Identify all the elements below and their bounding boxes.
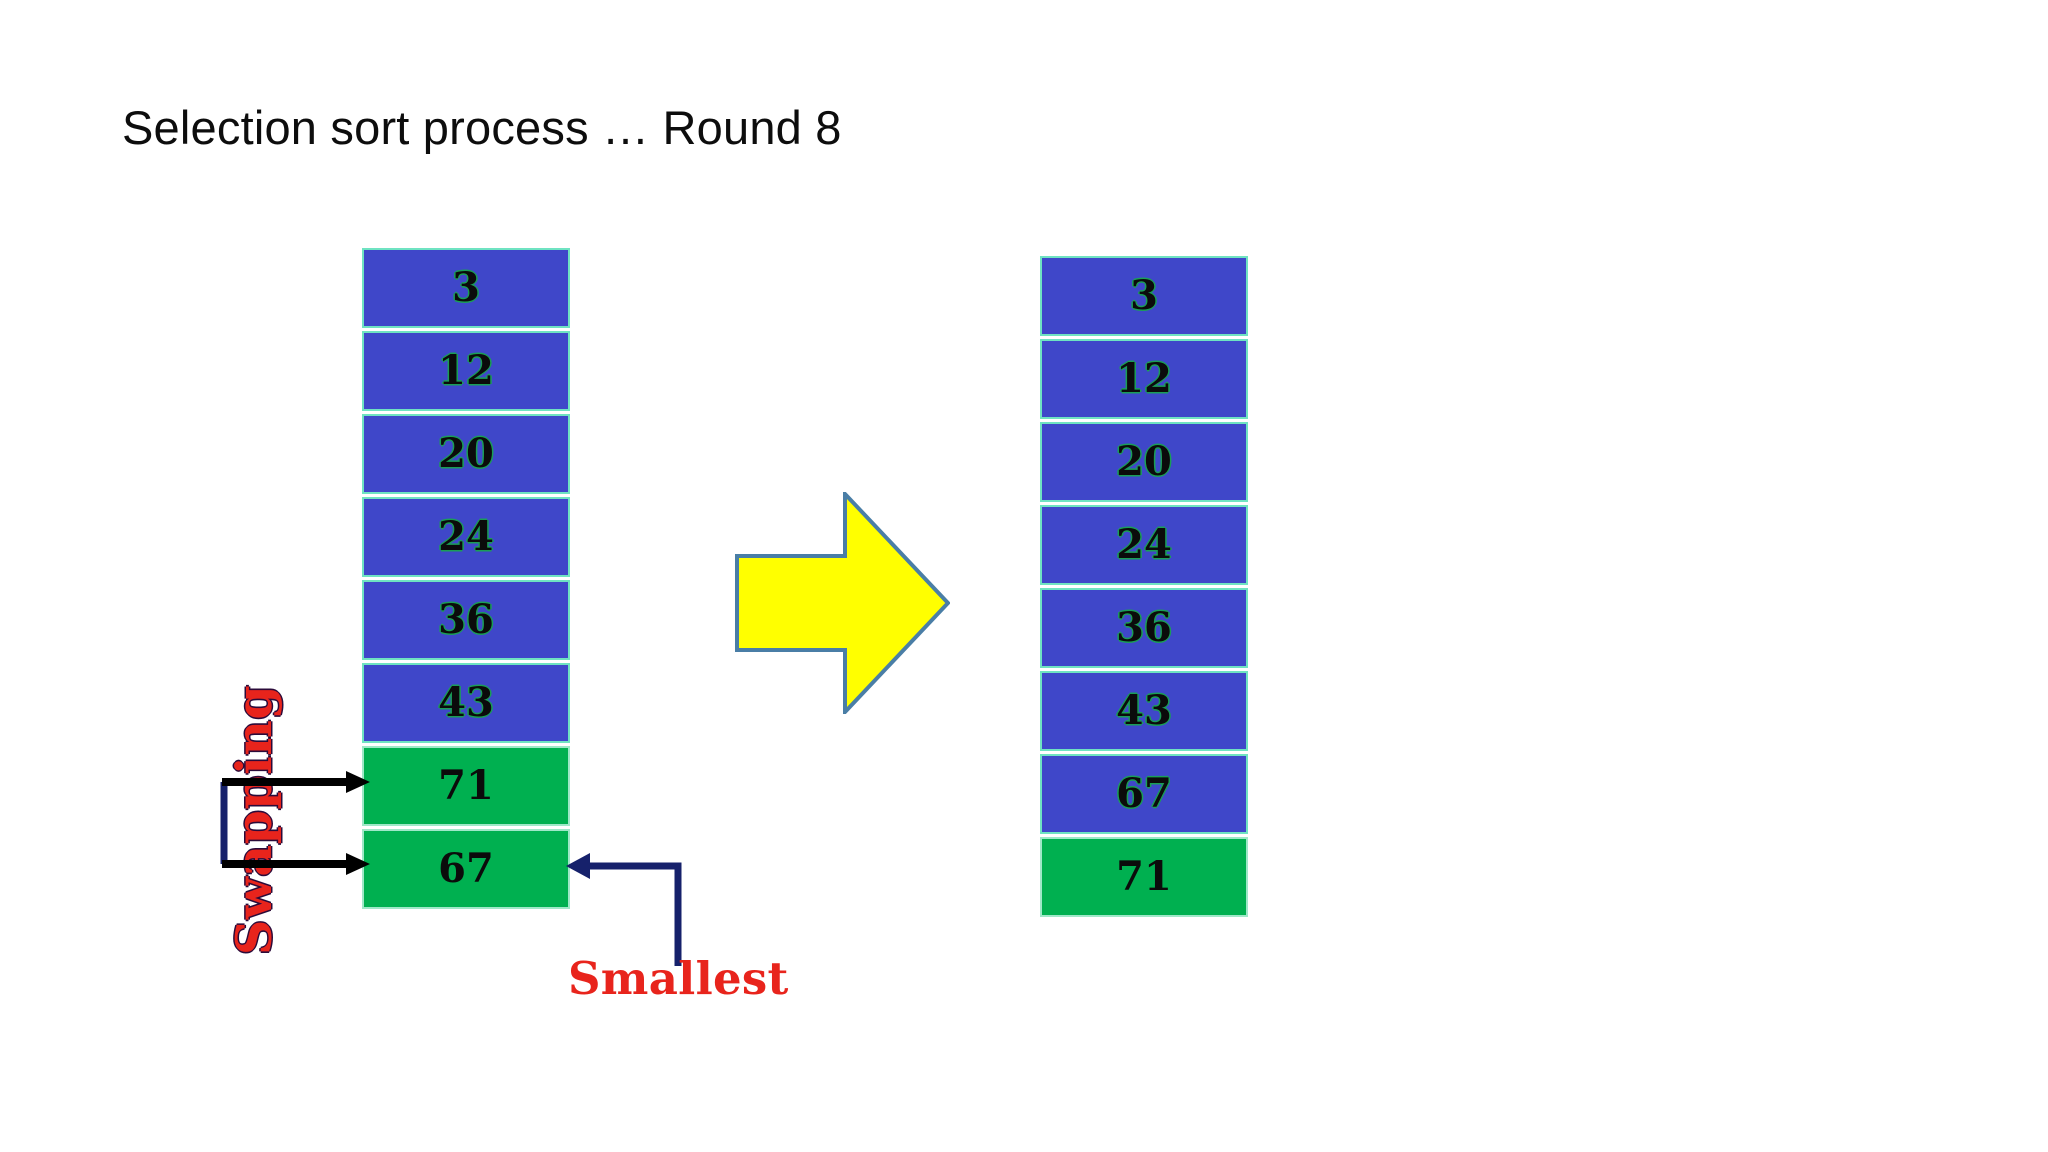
array-cell: 43: [362, 663, 570, 743]
array-cell-highlighted: 71: [362, 746, 570, 826]
cell-value: 36: [438, 596, 494, 643]
cell-value: 24: [438, 513, 494, 560]
cell-value: 20: [1116, 438, 1172, 485]
cell-value: 43: [1116, 687, 1172, 734]
cell-value: 24: [1116, 521, 1172, 568]
cell-value: 12: [1116, 355, 1172, 402]
array-cell: 3: [1040, 256, 1248, 336]
cell-value: 67: [438, 845, 494, 892]
array-cell: 67: [1040, 754, 1248, 834]
cell-value: 3: [452, 264, 480, 311]
array-cell-highlighted: 67: [362, 829, 570, 909]
cell-value: 12: [438, 347, 494, 394]
cell-value: 20: [438, 430, 494, 477]
right-arrow-icon: [735, 488, 951, 718]
array-cell: 3: [362, 248, 570, 328]
after-swap-array: 3 12 20 24 36 43 67 71: [1040, 256, 1248, 917]
array-cell: 20: [362, 414, 570, 494]
elbow-left-arrow-icon: [560, 838, 700, 968]
cell-value: 43: [438, 679, 494, 726]
smallest-label: Smallest: [568, 952, 789, 1005]
array-cell: 24: [1040, 505, 1248, 585]
array-cell-highlighted: 71: [1040, 837, 1248, 917]
cell-value: 71: [1116, 853, 1172, 900]
cell-value: 71: [438, 762, 494, 809]
array-cell: 20: [1040, 422, 1248, 502]
swap-arrows-group: [218, 752, 378, 892]
page-title: Selection sort process … Round 8: [122, 101, 842, 154]
before-swap-array: 3 12 20 24 36 43 71 67: [362, 248, 570, 909]
array-cell: 36: [362, 580, 570, 660]
array-cell: 36: [1040, 588, 1248, 668]
cell-value: 36: [1116, 604, 1172, 651]
array-cell: 12: [1040, 339, 1248, 419]
array-cell: 43: [1040, 671, 1248, 751]
array-cell: 12: [362, 331, 570, 411]
cell-value: 3: [1130, 272, 1158, 319]
array-cell: 24: [362, 497, 570, 577]
cell-value: 67: [1116, 770, 1172, 817]
